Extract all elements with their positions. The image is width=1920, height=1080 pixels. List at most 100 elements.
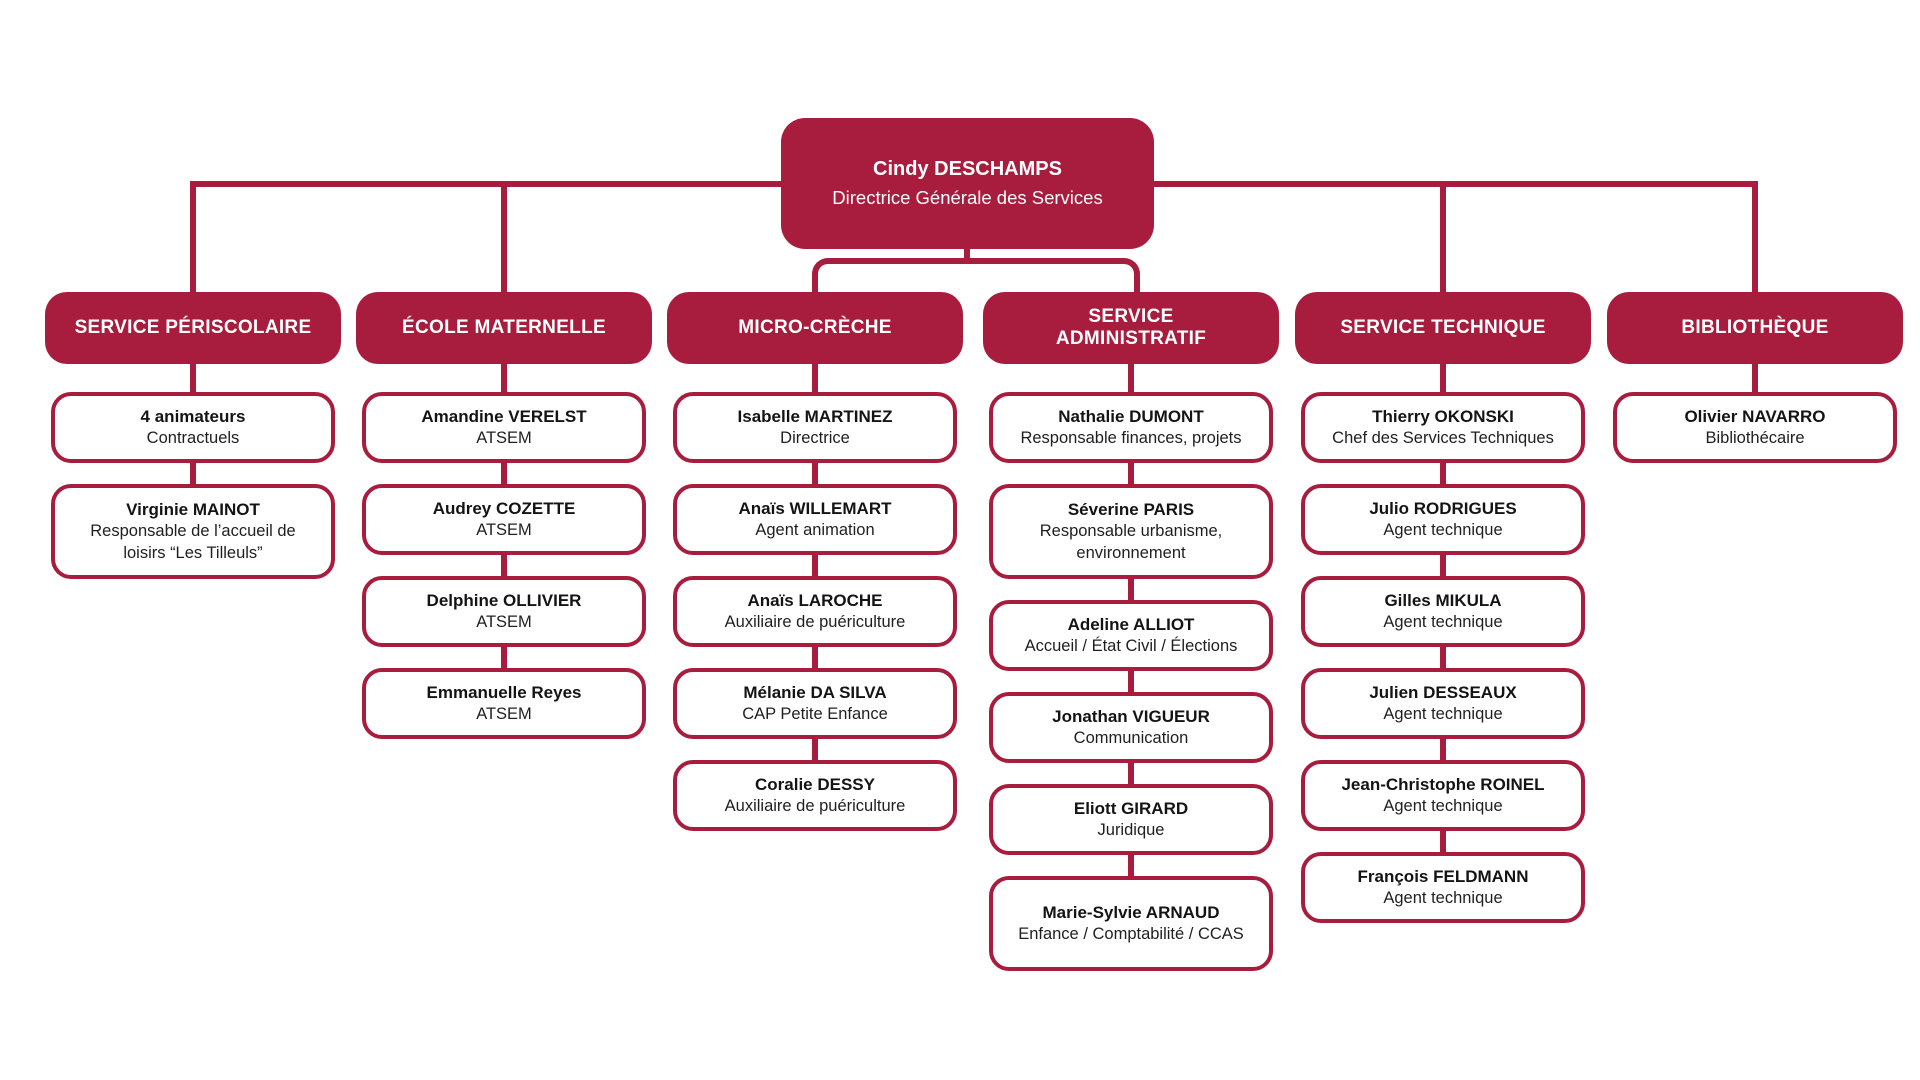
staff-name: Julio RODRIGUES bbox=[1369, 498, 1517, 518]
staff-role: Agent technique bbox=[1383, 612, 1503, 631]
department-header-creche: MICRO-CRÈCHE bbox=[667, 292, 963, 364]
staff-node: Amandine VERELST ATSEM bbox=[362, 392, 646, 463]
staff-role: Bibliothécaire bbox=[1705, 428, 1805, 447]
department-label: SERVICE TECHNIQUE bbox=[1340, 317, 1546, 339]
staff-role: Directrice bbox=[780, 428, 850, 447]
staff-name: Virginie MAINOT bbox=[126, 500, 260, 520]
staff-name: 4 animateurs bbox=[140, 406, 246, 426]
staff-role: Juridique bbox=[1097, 820, 1165, 839]
staff-name: Adeline ALLIOT bbox=[1067, 614, 1195, 634]
department-header-periscolaire: SERVICE PÉRISCOLAIRE bbox=[45, 292, 341, 364]
staff-role: Auxiliaire de puériculture bbox=[724, 612, 906, 631]
department-column-technique: SERVICE TECHNIQUE Thierry OKONSKI Chef d… bbox=[1295, 292, 1591, 923]
staff-name: Emmanuelle Reyes bbox=[426, 682, 582, 702]
members-list: 4 animateurs Contractuels Virginie MAINO… bbox=[51, 392, 335, 579]
staff-role: CAP Petite Enfance bbox=[742, 704, 888, 723]
department-label: SERVICE ADMINISTRATIF bbox=[1055, 306, 1207, 349]
staff-role: Agent animation bbox=[755, 520, 875, 539]
staff-node: Anaïs WILLEMART Agent animation bbox=[673, 484, 957, 555]
staff-node: Séverine PARIS Responsable urbanisme, en… bbox=[989, 484, 1273, 579]
staff-name: Coralie DESSY bbox=[755, 774, 875, 794]
staff-name: Gilles MIKULA bbox=[1384, 590, 1502, 610]
staff-node: Eliott GIRARD Juridique bbox=[989, 784, 1273, 855]
root-name: Cindy DESCHAMPS bbox=[873, 158, 1062, 180]
staff-node: Julio RODRIGUES Agent technique bbox=[1301, 484, 1585, 555]
connector-elbow-administratif bbox=[967, 258, 1140, 300]
staff-node: Delphine OLLIVIER ATSEM bbox=[362, 576, 646, 647]
department-header-bibliotheque: BIBLIOTHÈQUE bbox=[1607, 292, 1903, 364]
staff-name: Anaïs LAROCHE bbox=[747, 590, 883, 610]
staff-node: Virginie MAINOT Responsable de l’accueil… bbox=[51, 484, 335, 579]
staff-node: Marie-Sylvie ARNAUD Enfance / Comptabili… bbox=[989, 876, 1273, 971]
staff-role: Contractuels bbox=[146, 428, 240, 447]
department-label: ÉCOLE MATERNELLE bbox=[402, 317, 606, 339]
staff-name: François FELDMANN bbox=[1357, 866, 1529, 886]
staff-role: ATSEM bbox=[476, 520, 532, 539]
staff-role: Agent technique bbox=[1383, 704, 1503, 723]
staff-role: Responsable urbanisme, environnement bbox=[1039, 522, 1223, 562]
staff-role: Agent technique bbox=[1383, 796, 1503, 815]
staff-name: Jean-Christophe ROINEL bbox=[1341, 774, 1545, 794]
staff-name: Audrey COZETTE bbox=[432, 498, 576, 518]
staff-name: Anaïs WILLEMART bbox=[738, 498, 892, 518]
staff-role: Responsable de l’accueil de loisirs “Les… bbox=[90, 522, 296, 562]
staff-node: Olivier NAVARRO Bibliothécaire bbox=[1613, 392, 1897, 463]
staff-node: Nathalie DUMONT Responsable finances, pr… bbox=[989, 392, 1273, 463]
staff-node: Mélanie DA SILVA CAP Petite Enfance bbox=[673, 668, 957, 739]
staff-node: Anaïs LAROCHE Auxiliaire de puériculture bbox=[673, 576, 957, 647]
staff-node: Isabelle MARTINEZ Directrice bbox=[673, 392, 957, 463]
department-label: SERVICE PÉRISCOLAIRE bbox=[74, 317, 312, 339]
staff-role: Agent technique bbox=[1383, 520, 1503, 539]
members-list: Nathalie DUMONT Responsable finances, pr… bbox=[989, 392, 1273, 971]
staff-node: Audrey COZETTE ATSEM bbox=[362, 484, 646, 555]
connector-root-stub bbox=[964, 249, 970, 264]
staff-node: Coralie DESSY Auxiliaire de puériculture bbox=[673, 760, 957, 831]
staff-role: Auxiliaire de puériculture bbox=[724, 796, 906, 815]
staff-node: Thierry OKONSKI Chef des Services Techni… bbox=[1301, 392, 1585, 463]
staff-role: Responsable finances, projets bbox=[1020, 428, 1242, 447]
staff-role: Accueil / État Civil / Élections bbox=[1024, 636, 1238, 655]
connector-elbow-creche bbox=[812, 258, 973, 300]
department-label: MICRO-CRÈCHE bbox=[738, 317, 892, 339]
staff-node: Julien DESSEAUX Agent technique bbox=[1301, 668, 1585, 739]
staff-name: Amandine VERELST bbox=[421, 406, 587, 426]
connector-drop-periscolaire bbox=[190, 181, 196, 296]
staff-name: Julien DESSEAUX bbox=[1369, 682, 1517, 702]
staff-name: Séverine PARIS bbox=[1067, 500, 1195, 520]
staff-name: Eliott GIRARD bbox=[1073, 798, 1189, 818]
staff-name: Olivier NAVARRO bbox=[1684, 406, 1826, 426]
staff-name: Thierry OKONSKI bbox=[1372, 406, 1514, 426]
staff-name: Nathalie DUMONT bbox=[1058, 406, 1204, 426]
department-column-maternelle: ÉCOLE MATERNELLE Amandine VERELST ATSEM … bbox=[356, 292, 652, 739]
staff-name: Marie-Sylvie ARNAUD bbox=[1042, 902, 1220, 922]
staff-role: Enfance / Comptabilité / CCAS bbox=[1018, 924, 1244, 943]
staff-name: Isabelle MARTINEZ bbox=[737, 406, 893, 426]
members-list: Olivier NAVARRO Bibliothécaire bbox=[1613, 392, 1897, 463]
staff-node: François FELDMANN Agent technique bbox=[1301, 852, 1585, 923]
department-column-creche: MICRO-CRÈCHE Isabelle MARTINEZ Directric… bbox=[667, 292, 963, 831]
connector-drop-technique bbox=[1440, 181, 1446, 296]
members-list: Amandine VERELST ATSEM Audrey COZETTE AT… bbox=[362, 392, 646, 739]
staff-name: Jonathan VIGUEUR bbox=[1052, 706, 1210, 726]
department-header-technique: SERVICE TECHNIQUE bbox=[1295, 292, 1591, 364]
department-label: BIBLIOTHÈQUE bbox=[1681, 317, 1829, 339]
staff-node: Adeline ALLIOT Accueil / État Civil / Él… bbox=[989, 600, 1273, 671]
staff-node: Emmanuelle Reyes ATSEM bbox=[362, 668, 646, 739]
staff-node: 4 animateurs Contractuels bbox=[51, 392, 335, 463]
staff-node: Jean-Christophe ROINEL Agent technique bbox=[1301, 760, 1585, 831]
staff-role: Chef des Services Techniques bbox=[1332, 428, 1554, 447]
department-column-periscolaire: SERVICE PÉRISCOLAIRE 4 animateurs Contra… bbox=[45, 292, 341, 579]
staff-node: Gilles MIKULA Agent technique bbox=[1301, 576, 1585, 647]
staff-role: ATSEM bbox=[476, 704, 532, 723]
department-column-administratif: SERVICE ADMINISTRATIF Nathalie DUMONT Re… bbox=[983, 292, 1279, 971]
members-list: Thierry OKONSKI Chef des Services Techni… bbox=[1301, 392, 1585, 923]
connector-drop-bibliotheque bbox=[1752, 181, 1758, 296]
staff-role: ATSEM bbox=[476, 428, 532, 447]
root-node: Cindy DESCHAMPS Directrice Générale des … bbox=[781, 118, 1154, 249]
members-list: Isabelle MARTINEZ Directrice Anaïs WILLE… bbox=[673, 392, 957, 831]
staff-name: Delphine OLLIVIER bbox=[426, 590, 582, 610]
department-header-maternelle: ÉCOLE MATERNELLE bbox=[356, 292, 652, 364]
connector-drop-maternelle bbox=[501, 181, 507, 296]
root-role: Directrice Générale des Services bbox=[832, 187, 1103, 208]
